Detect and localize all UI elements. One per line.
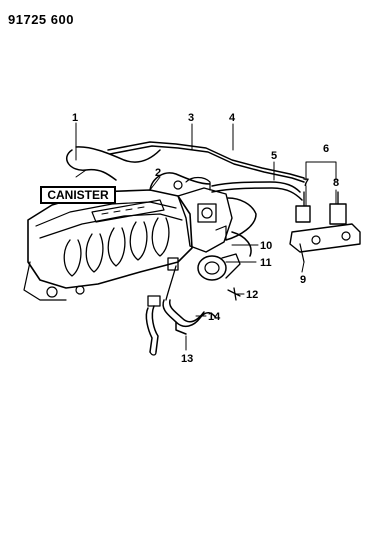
callout-7: 7 [303,177,309,189]
intake-manifold [23,189,193,301]
callout-6: 6 [323,143,329,155]
vacuum-actuator [165,253,241,301]
callout-9: 9 [300,274,306,286]
callout-8: 8 [333,177,339,189]
tube-assembly [145,295,217,356]
callout-3: 3 [188,112,194,124]
callout-1: 1 [72,112,78,124]
vacuum-hoses [66,141,361,263]
callout-12: 12 [246,289,258,301]
callout-5: 5 [271,150,277,162]
leader-lines [75,122,337,351]
throttle-body [173,176,233,253]
callout-4: 4 [229,112,236,124]
document-id: 91725 600 [8,12,74,27]
callout-14: 14 [208,311,221,323]
canister-label: CANISTER [40,186,116,204]
callout-11: 11 [260,257,272,269]
callout-10: 10 [260,240,272,252]
callout-2: 2 [155,167,161,179]
callout-numbers: 1 2 3 4 5 6 7 8 9 10 11 12 13 14 [72,112,339,365]
callout-13: 13 [181,353,193,365]
